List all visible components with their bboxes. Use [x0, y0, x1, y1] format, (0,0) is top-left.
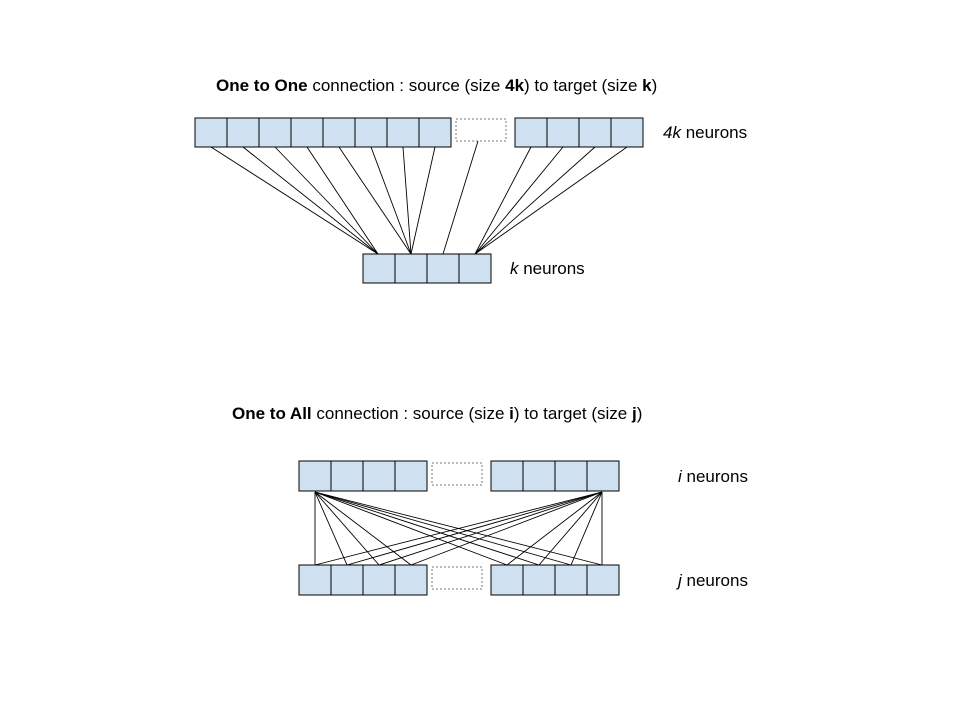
- one-to-all-line: [314, 491, 412, 566]
- one-to-all-line: [314, 491, 380, 566]
- target-neuron-2: [394, 253, 428, 284]
- one-to-one-connections: [210, 140, 628, 255]
- one-to-all-line: [410, 491, 603, 566]
- source-right-neuron-3: [554, 460, 588, 492]
- target-size-var: j: [676, 571, 683, 590]
- source-right-neuron-3: [578, 117, 612, 148]
- one-to-one-line: [338, 146, 412, 255]
- source-size-var: i: [678, 467, 683, 486]
- one-to-all-line: [378, 491, 603, 566]
- one-to-all-title-bold1: One to All: [232, 404, 312, 423]
- target-size-var: k: [510, 259, 520, 278]
- one-to-all-line: [346, 491, 603, 566]
- source-left-neuron-5: [322, 117, 356, 148]
- one-to-one-line: [474, 146, 564, 255]
- one-to-all-line: [314, 491, 348, 566]
- one-to-one-title: One to One connection : source (size 4k)…: [216, 76, 657, 95]
- one-to-one-target-label: k neurons: [510, 259, 585, 278]
- one-to-one-line: [442, 140, 479, 255]
- source-ellipsis-box: [431, 462, 483, 486]
- source-left-neuron-2: [226, 117, 260, 148]
- one-to-all-title-text1: connection : source (size: [312, 404, 509, 423]
- source-right-neuron-4: [586, 460, 620, 492]
- one-to-all-title-bold2: i: [509, 404, 514, 423]
- one-to-one-title-bold3: k: [642, 76, 652, 95]
- one-to-all-section: One to All connection : source (size i) …: [232, 404, 748, 596]
- one-to-one-source-label: 4k neurons: [663, 123, 747, 142]
- target-right-neuron-1: [490, 564, 524, 596]
- one-to-one-line: [474, 146, 596, 255]
- one-to-one-title-bold1: One to One: [216, 76, 308, 95]
- source-label-text: neurons: [682, 467, 748, 486]
- target-ellipsis-box: [431, 566, 483, 590]
- one-to-one-line: [210, 146, 379, 255]
- one-to-one-section: One to One connection : source (size 4k)…: [194, 76, 747, 284]
- source-left-neuron-2: [330, 460, 364, 492]
- one-to-one-title-text3: ): [652, 76, 658, 95]
- target-neuron-4: [458, 253, 492, 284]
- one-to-all-target-label: j neurons: [676, 571, 748, 590]
- source-left-neuron-1: [298, 460, 332, 492]
- target-label-text: neurons: [682, 571, 748, 590]
- target-label-text: neurons: [519, 259, 585, 278]
- source-left-neuron-3: [362, 460, 396, 492]
- one-to-all-title-text3: ): [637, 404, 643, 423]
- one-to-one-line: [306, 146, 379, 255]
- one-to-one-title-bold2: 4k: [505, 76, 524, 95]
- target-right-neuron-4: [586, 564, 620, 596]
- one-to-one-title-text2: ) to target (size: [524, 76, 642, 95]
- one-to-all-line: [314, 491, 540, 566]
- source-left-neuron-8: [418, 117, 452, 148]
- one-to-one-target-layer: [362, 253, 492, 284]
- target-neuron-3: [426, 253, 460, 284]
- one-to-all-line: [314, 491, 508, 566]
- one-to-one-line: [274, 146, 379, 255]
- source-right-neuron-1: [490, 460, 524, 492]
- one-to-all-target-layer: [298, 564, 620, 596]
- source-left-neuron-3: [258, 117, 292, 148]
- one-to-one-line: [242, 146, 379, 255]
- source-right-neuron-2: [546, 117, 580, 148]
- target-right-neuron-3: [554, 564, 588, 596]
- target-left-neuron-2: [330, 564, 364, 596]
- one-to-one-title-text1: connection : source (size: [308, 76, 505, 95]
- one-to-all-connections: [314, 491, 603, 566]
- source-size-var: 4k: [663, 123, 682, 142]
- source-right-neuron-1: [514, 117, 548, 148]
- one-to-all-line: [570, 491, 603, 566]
- source-right-neuron-4: [610, 117, 644, 148]
- one-to-all-source-label: i neurons: [678, 467, 748, 486]
- source-right-neuron-2: [522, 460, 556, 492]
- one-to-all-title: One to All connection : source (size i) …: [232, 404, 642, 423]
- source-left-neuron-4: [394, 460, 428, 492]
- one-to-one-line: [370, 146, 412, 255]
- one-to-all-line: [314, 491, 572, 566]
- one-to-one-line: [474, 146, 628, 255]
- one-to-all-title-text2: ) to target (size: [514, 404, 632, 423]
- target-neuron-1: [362, 253, 396, 284]
- source-label-text: neurons: [681, 123, 747, 142]
- source-left-neuron-1: [194, 117, 228, 148]
- target-right-neuron-2: [522, 564, 556, 596]
- one-to-all-line: [538, 491, 603, 566]
- source-ellipsis-box: [455, 118, 507, 142]
- one-to-one-line: [410, 146, 436, 255]
- target-left-neuron-3: [362, 564, 396, 596]
- one-to-all-line: [314, 491, 603, 566]
- one-to-one-line: [474, 146, 532, 255]
- target-left-neuron-1: [298, 564, 332, 596]
- one-to-all-title-bold3: j: [631, 404, 637, 423]
- one-to-one-source-layer: [194, 117, 644, 148]
- one-to-one-line: [402, 146, 412, 255]
- target-left-neuron-4: [394, 564, 428, 596]
- one-to-all-line: [506, 491, 603, 566]
- source-left-neuron-4: [290, 117, 324, 148]
- source-left-neuron-6: [354, 117, 388, 148]
- one-to-all-source-layer: [298, 460, 620, 492]
- source-left-neuron-7: [386, 117, 420, 148]
